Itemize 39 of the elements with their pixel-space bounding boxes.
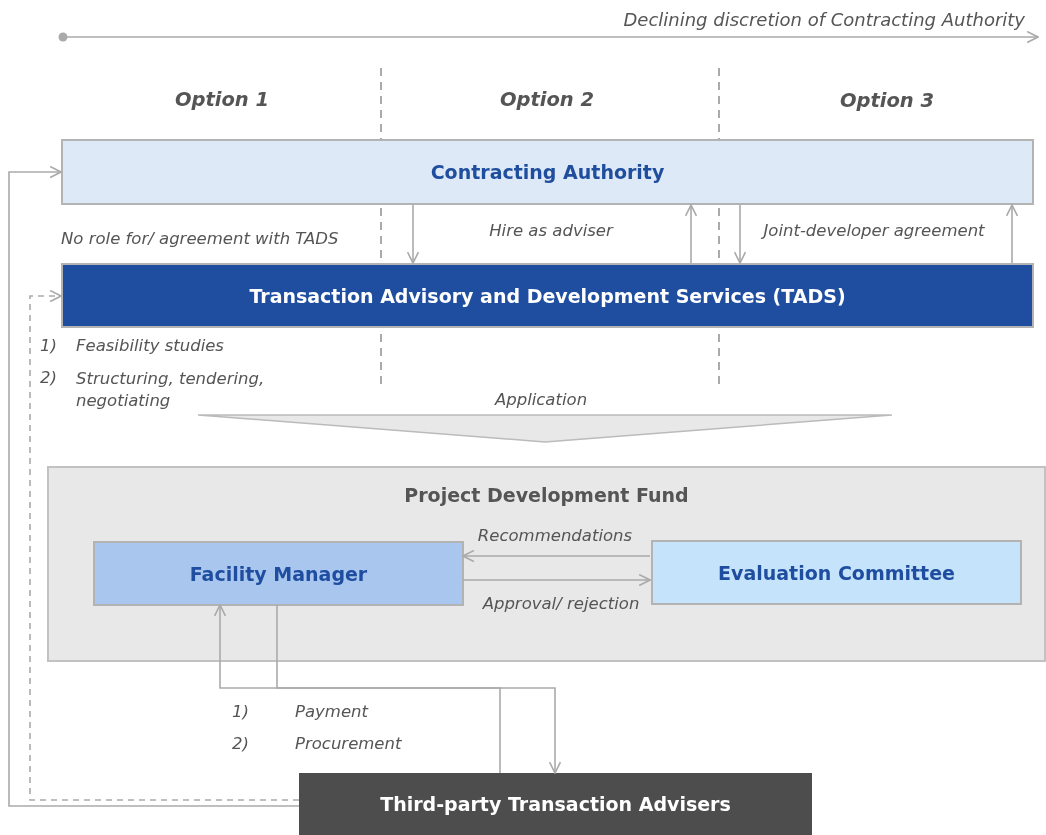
edge-label: Joint-developer agreement bbox=[761, 221, 987, 241]
arrow bbox=[406, 204, 420, 264]
note-text: Procurement bbox=[295, 734, 402, 754]
list-number: 1) bbox=[232, 702, 249, 722]
node-label: Facility Manager bbox=[189, 562, 368, 585]
note-text: Feasibility studies bbox=[76, 336, 224, 356]
chevron-arrow bbox=[197, 414, 893, 443]
list-number: 1) bbox=[40, 336, 57, 356]
note-text: No role for/ agreement with TADS bbox=[61, 229, 339, 249]
note-text: Declining discretion of Contracting Authority bbox=[623, 9, 1025, 31]
arrow bbox=[276, 604, 562, 774]
process-box bbox=[61, 263, 1034, 328]
node-label: Third-party Transaction Advisers bbox=[380, 793, 731, 815]
column-heading: Option 1 bbox=[174, 88, 270, 112]
edge-label: Approval/ rejection bbox=[480, 594, 642, 614]
process-box bbox=[61, 139, 1034, 205]
node-label: Evaluation Committee bbox=[718, 561, 955, 584]
process-box bbox=[299, 773, 812, 835]
arrow bbox=[684, 204, 698, 264]
arrow bbox=[213, 604, 501, 774]
list-number: 2) bbox=[232, 734, 249, 754]
arrow bbox=[8, 165, 300, 807]
group-panel bbox=[47, 466, 1046, 662]
note-text: Structuring, tendering, negotiating bbox=[76, 368, 266, 413]
process-box bbox=[93, 541, 464, 606]
arrow bbox=[462, 549, 651, 563]
arrow bbox=[733, 204, 747, 264]
arrow bbox=[29, 289, 300, 801]
list-number: 2) bbox=[40, 368, 57, 388]
column-heading: Option 3 bbox=[839, 89, 935, 113]
note-text: Payment bbox=[295, 702, 368, 722]
node-label: Transaction Advisory and Development Services (TADS) bbox=[249, 284, 846, 307]
process-box bbox=[651, 540, 1022, 605]
edge-label: Application bbox=[492, 390, 590, 410]
arrow bbox=[462, 573, 651, 587]
node-label: Project Development Fund bbox=[404, 484, 689, 506]
node-label: Contracting Authority bbox=[430, 161, 665, 183]
arrow bbox=[1005, 204, 1019, 264]
column-heading: Option 2 bbox=[499, 88, 595, 112]
